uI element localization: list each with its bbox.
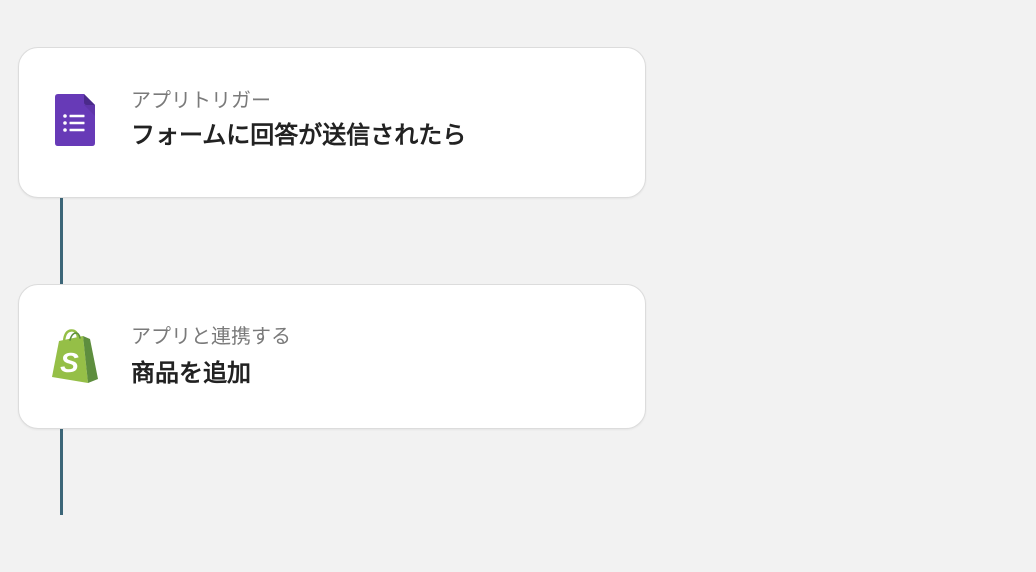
step-type-label: アプリと連携する [131,324,291,348]
svg-text:S: S [60,347,79,378]
step-title: 商品を追加 [131,359,251,387]
trigger-step-card[interactable]: アプリトリガー フォームに回答が送信されたら [18,47,646,198]
shopify-icon: S [52,329,98,383]
action-step-card[interactable]: S アプリと連携する 商品を追加 [18,284,646,429]
google-forms-icon [55,94,95,146]
flow-connector-line [60,196,63,286]
step-title: フォームに回答が送信されたら [131,121,467,149]
step-type-label: アプリトリガー [131,88,271,112]
flow-connector-line [60,427,63,515]
